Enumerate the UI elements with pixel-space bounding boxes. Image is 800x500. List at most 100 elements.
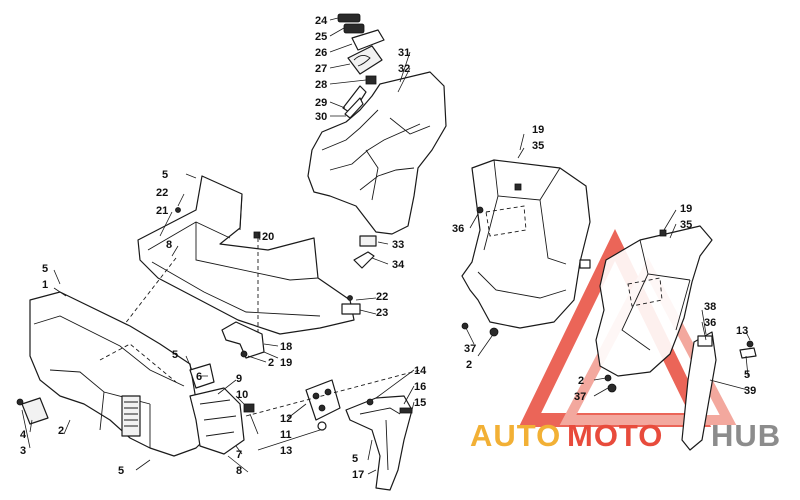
callout-13b: 13 xyxy=(280,445,292,457)
callout-10: 10 xyxy=(236,389,248,401)
callout-11: 11 xyxy=(280,429,292,441)
callout-38: 38 xyxy=(704,301,716,313)
floor-tray-centerlines xyxy=(99,238,259,357)
front-panel-centerline xyxy=(245,369,421,417)
callout-5d: 5 xyxy=(172,349,178,361)
callout-36b: 36 xyxy=(704,317,716,329)
screw-20 xyxy=(253,231,261,239)
callout-28: 28 xyxy=(315,79,327,91)
callout-2d: 2 xyxy=(58,425,64,437)
right-panel-cutout xyxy=(627,277,663,307)
console-body xyxy=(307,71,447,235)
console-contours xyxy=(321,109,421,191)
front-panel-leaders xyxy=(21,269,321,473)
latch-33 xyxy=(359,235,377,247)
callout-24: 24 xyxy=(315,15,328,27)
screw-13a xyxy=(746,340,754,348)
callout-13a: 13 xyxy=(736,325,748,337)
callout-6: 6 xyxy=(196,371,202,383)
clip-36a xyxy=(476,206,484,214)
panel-screw-19 xyxy=(514,183,522,191)
front-panel-contours xyxy=(33,315,185,448)
strap-34 xyxy=(353,251,375,269)
callout-4: 4 xyxy=(20,429,27,441)
console-assembly: 24 25 26 27 28 29 30 31 32 xyxy=(307,13,447,235)
callout-2b: 2 xyxy=(578,375,584,387)
side-panel-leaders xyxy=(465,133,525,357)
callout-33: 33 xyxy=(392,239,404,251)
right-panel-assembly: 19 35 38 36 13 5 39 2 37 xyxy=(574,203,757,451)
fastener-25 xyxy=(343,23,365,34)
screw-3 xyxy=(16,398,24,406)
screw-37a xyxy=(489,327,499,337)
screw-22a xyxy=(175,207,181,213)
callout-23: 23 xyxy=(376,307,388,319)
bracket-12-hole-c xyxy=(318,404,326,412)
callout-25: 25 xyxy=(315,31,327,43)
shift-plate-30 xyxy=(344,97,364,119)
bracket-7 xyxy=(189,387,245,455)
callout-37b: 37 xyxy=(574,391,586,403)
front-panel-dash xyxy=(99,343,177,383)
clip-28 xyxy=(365,75,377,85)
screw-14 xyxy=(366,398,374,406)
floor-tray-21 xyxy=(137,175,355,335)
fastener-24 xyxy=(337,13,361,23)
shift-boot-27 xyxy=(347,45,383,75)
callout-36a: 36 xyxy=(452,223,464,235)
callout-2c: 2 xyxy=(268,357,274,369)
callout-22b: 22 xyxy=(376,291,388,303)
rivet-2c xyxy=(240,350,248,358)
callout-30: 30 xyxy=(315,111,327,123)
callout-19c: 19 xyxy=(280,357,292,369)
callout-5f: 5 xyxy=(352,453,358,465)
side-panel-cutout xyxy=(485,205,527,237)
nut-10 xyxy=(243,403,255,413)
callout-37a: 37 xyxy=(464,343,476,355)
callout-22a: 22 xyxy=(156,187,168,199)
callout-7: 7 xyxy=(236,449,242,461)
callout-8a: 8 xyxy=(166,239,172,251)
side-panel-assembly: 19 35 36 37 2 xyxy=(452,124,591,371)
callout-18: 18 xyxy=(280,341,292,353)
watermark-text-hub: HUB xyxy=(711,418,781,453)
callout-20: 20 xyxy=(262,231,274,243)
callout-16: 16 xyxy=(414,381,426,393)
callout-14: 14 xyxy=(414,365,427,377)
screw-37b xyxy=(607,383,617,393)
callout-15: 15 xyxy=(414,397,426,409)
floor-tray-assembly: 5 22 21 8 20 18 2 19 33 34 22 23 xyxy=(99,169,405,369)
clip-38 xyxy=(697,335,713,347)
screw-22b xyxy=(347,295,353,301)
side-strip-39 xyxy=(681,331,717,451)
watermark-text: AUTO MOTO HUB xyxy=(470,418,781,453)
callout-8b: 8 xyxy=(236,465,242,477)
callout-29: 29 xyxy=(315,97,327,109)
mud-flap-leaders xyxy=(367,369,415,475)
side-panel-folds xyxy=(483,159,567,265)
watermark-text-moto: MOTO xyxy=(567,418,663,453)
callout-5a: 5 xyxy=(744,369,750,381)
panel-screw-19b xyxy=(659,229,667,237)
floor-tray-leaders xyxy=(159,173,389,363)
front-panel-assembly: 5 1 5 6 9 10 4 3 2 7 8 5 11 13 12 xyxy=(16,263,421,477)
side-panel-35 xyxy=(461,159,591,329)
bolt-15 xyxy=(399,407,413,414)
callout-21: 21 xyxy=(156,205,168,217)
console-leaders xyxy=(329,17,411,117)
callout-32: 32 xyxy=(398,63,410,75)
bracket-5 xyxy=(739,347,757,359)
bracket-18 xyxy=(221,321,265,359)
callout-5c: 5 xyxy=(42,263,48,275)
callout-35b: 35 xyxy=(680,219,692,231)
callout-35a: 35 xyxy=(532,140,544,152)
bezel-26 xyxy=(351,29,385,51)
callout-39: 39 xyxy=(744,385,756,397)
right-panel-35 xyxy=(595,225,713,377)
mud-flap-contours xyxy=(359,407,401,471)
callout-27: 27 xyxy=(315,63,327,75)
callout-31: 31 xyxy=(398,47,410,59)
right-panel-leaders xyxy=(593,209,751,397)
